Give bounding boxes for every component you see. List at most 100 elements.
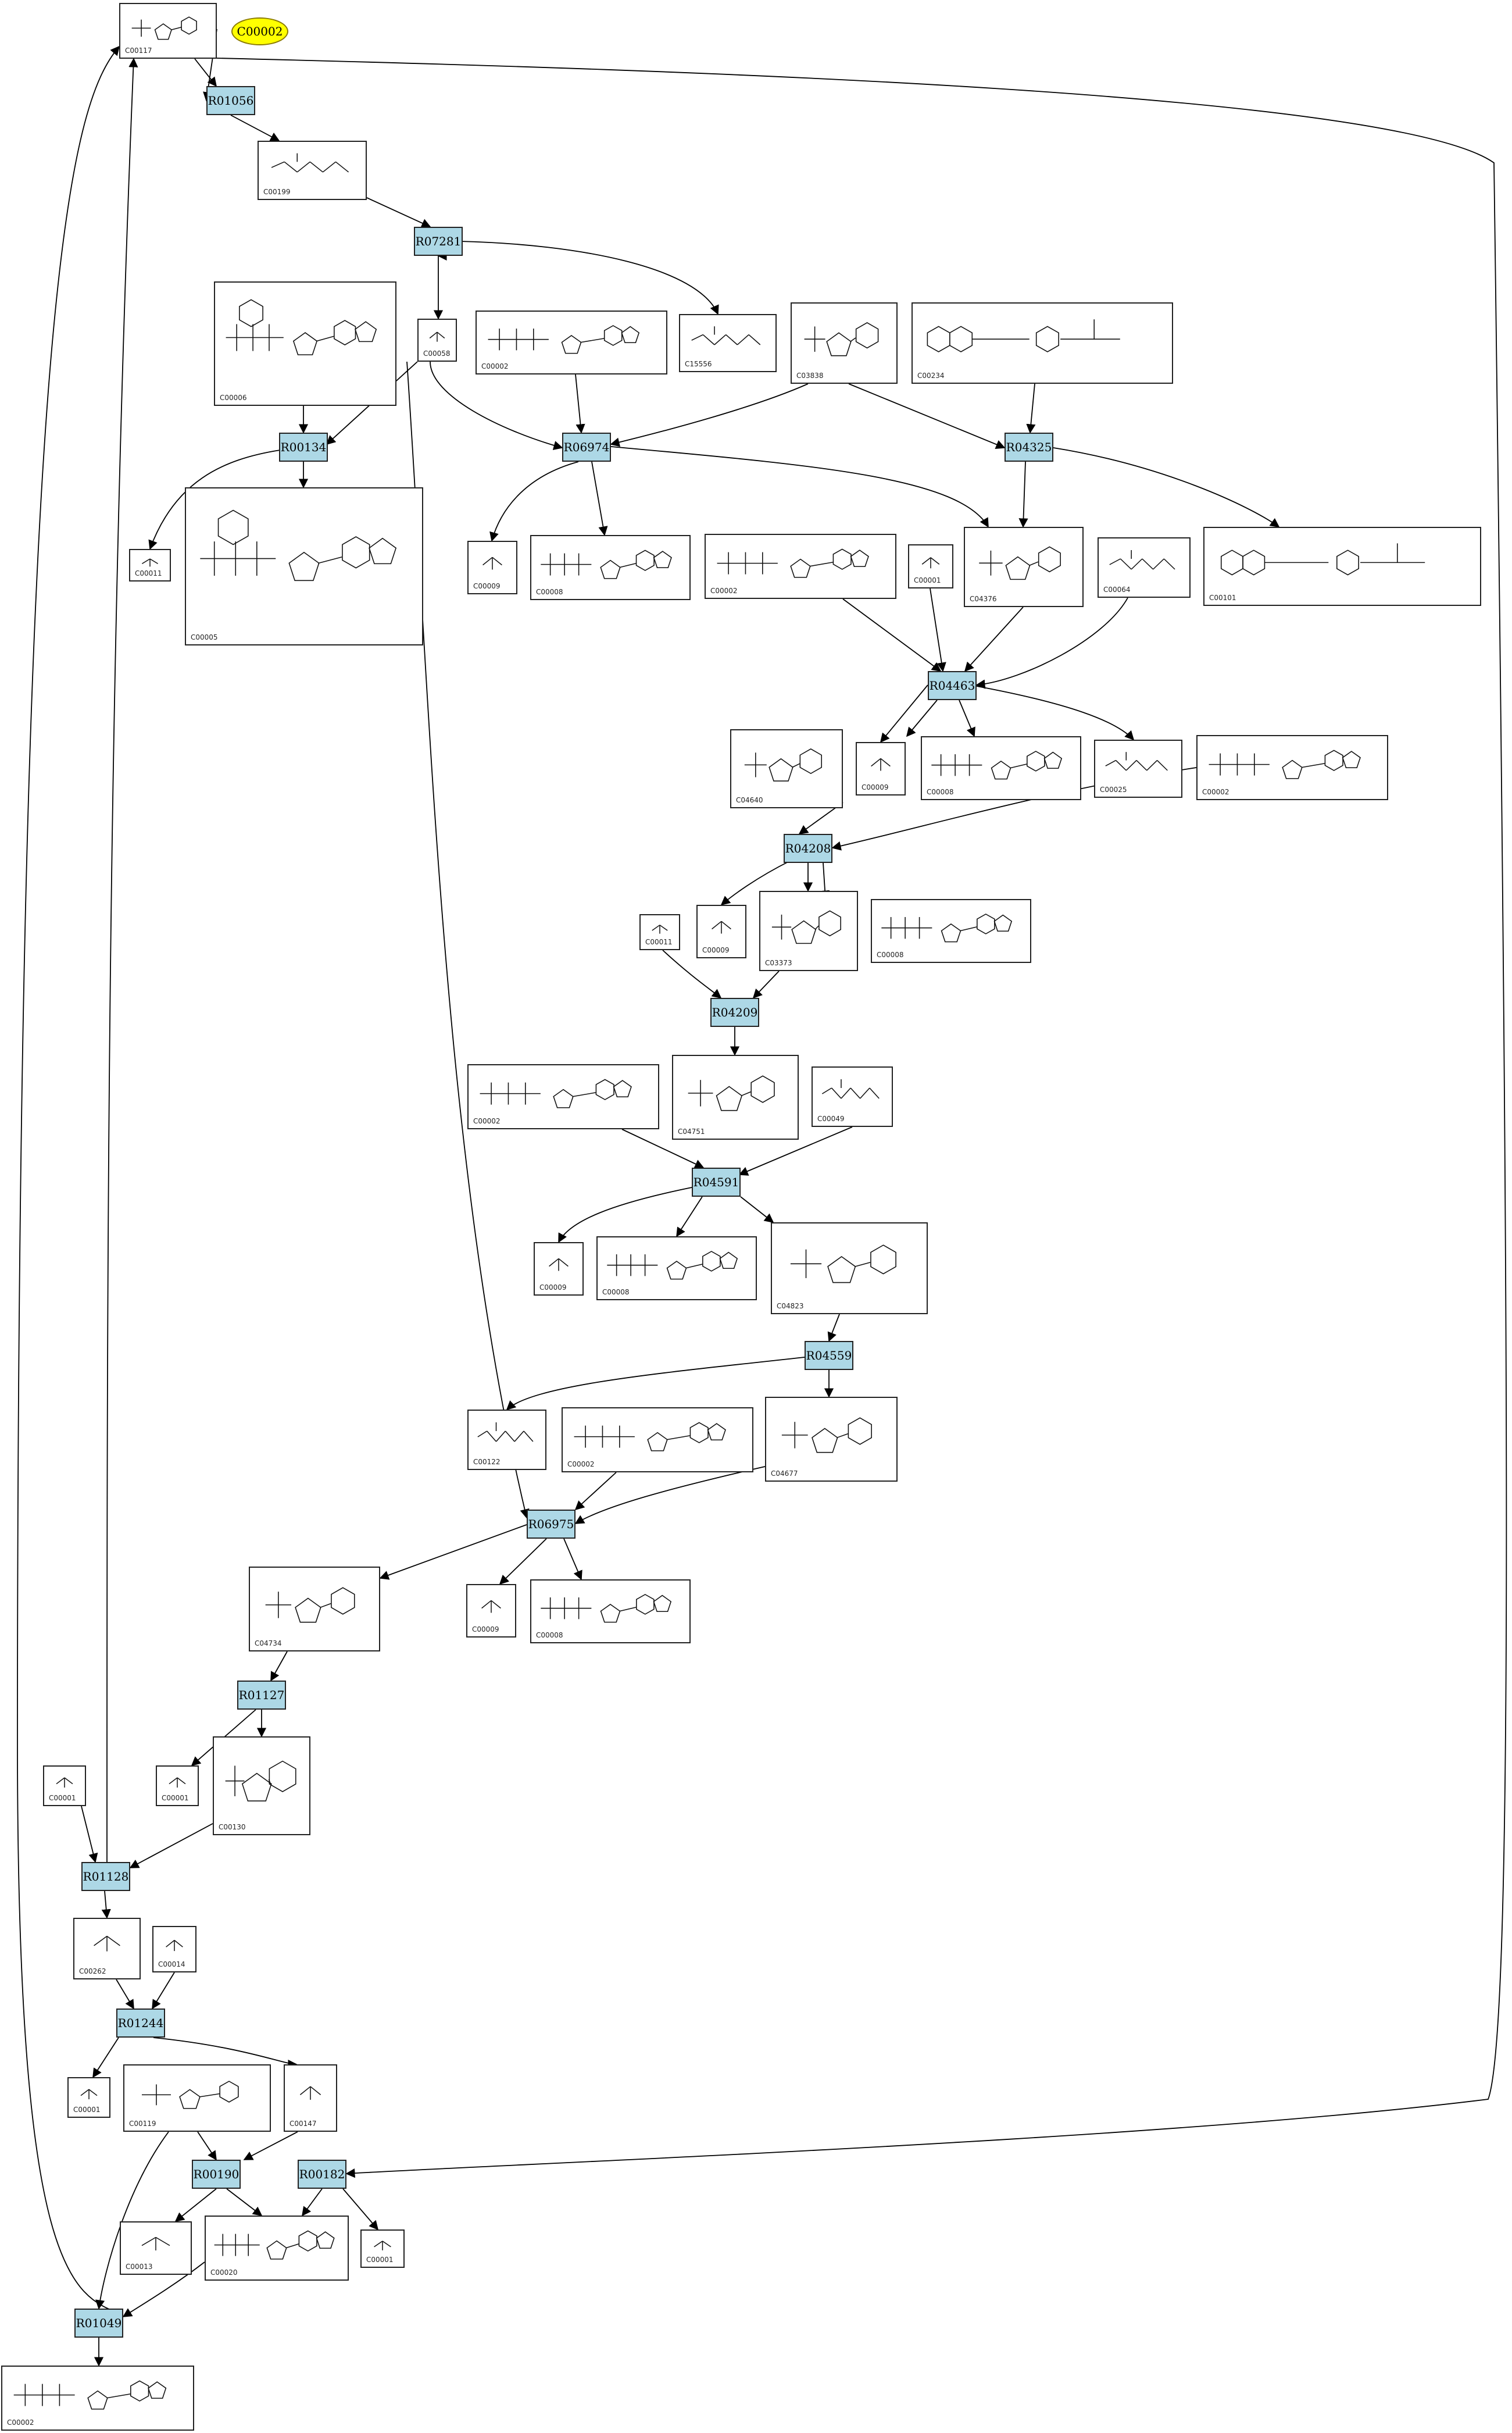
compound-box[interactable]: C00006 [214, 281, 396, 406]
reaction-node[interactable]: R06974 [562, 433, 611, 462]
compound-box[interactable]: C04823 [771, 1222, 928, 1314]
start-node[interactable]: C00002 [231, 17, 288, 45]
compound-box[interactable]: C00101 [1203, 527, 1481, 606]
compound-box[interactable]: C00199 [258, 141, 367, 200]
reaction-node[interactable]: R01244 [116, 2009, 165, 2038]
compound-box[interactable]: C04677 [765, 1397, 898, 1482]
structure-drawing [488, 325, 640, 354]
structure-drawing [574, 1422, 726, 1451]
compound-box[interactable]: C00001 [67, 2077, 110, 2118]
edge-arrow [574, 1472, 617, 1511]
compound-box[interactable]: C00122 [467, 1410, 546, 1470]
edge-arrow [197, 2131, 217, 2161]
compound-box[interactable]: C00002 [705, 534, 896, 599]
compound-box[interactable]: C00009 [696, 905, 746, 958]
edge-arrow [174, 2188, 217, 2222]
edge-arrow [976, 686, 1135, 741]
compound-box[interactable]: C15556 [679, 314, 777, 372]
compound-id: C00119 [129, 2120, 156, 2128]
edge-arrow [574, 1466, 766, 1524]
structure-drawing [652, 925, 668, 934]
structure-drawing [226, 299, 377, 355]
compound-box[interactable]: C00001 [908, 544, 953, 588]
compound-box[interactable]: C00049 [812, 1066, 893, 1127]
compound-id: C00234 [917, 372, 945, 380]
compound-box[interactable]: C00011 [639, 914, 680, 950]
compound-box[interactable]: C00011 [129, 549, 171, 582]
reaction-node[interactable]: R01128 [81, 1862, 130, 1891]
reaction-node[interactable]: R06975 [527, 1510, 576, 1539]
compound-box[interactable]: C00002 [467, 1064, 659, 1129]
compound-id: C00008 [602, 1288, 630, 1296]
structure-drawing [712, 921, 731, 934]
compound-box[interactable]: C00008 [871, 899, 1031, 963]
compound-box[interactable]: C00009 [534, 1242, 584, 1296]
structure-drawing [142, 558, 158, 567]
compound-box[interactable]: C04734 [249, 1567, 380, 1651]
reaction-node[interactable]: R04325 [1005, 433, 1053, 462]
compound-box[interactable]: C00001 [156, 1765, 199, 1806]
edge-arrow [906, 700, 938, 737]
reaction-node[interactable]: R04209 [710, 998, 759, 1027]
compound-box[interactable]: C00008 [596, 1236, 757, 1300]
structure-drawing [166, 1940, 183, 1952]
structure-drawing [717, 548, 869, 578]
compound-box[interactable]: C00008 [530, 535, 691, 600]
compound-box[interactable]: C00002 [1196, 735, 1388, 800]
edge-arrow [459, 241, 719, 315]
edge-arrow [959, 700, 975, 737]
compound-box[interactable]: C00008 [530, 1579, 691, 1643]
compound-box[interactable]: C00013 [120, 2221, 192, 2275]
compound-box[interactable]: C00002 [562, 1407, 753, 1472]
reaction-node[interactable]: R01056 [206, 86, 255, 115]
compound-box[interactable]: C00009 [466, 1584, 516, 1638]
compound-box[interactable]: C04640 [730, 729, 843, 808]
reaction-node[interactable]: R04559 [805, 1341, 853, 1370]
compound-id: C00025 [1100, 786, 1127, 794]
reaction-node[interactable]: R01127 [237, 1681, 286, 1710]
compound-id: C00002 [7, 2418, 34, 2427]
structure-drawing [200, 509, 397, 582]
reaction-node[interactable]: R01049 [74, 2309, 123, 2338]
compound-box[interactable]: C03838 [791, 302, 898, 384]
edge-arrow [153, 2037, 298, 2070]
compound-box[interactable]: C00262 [73, 1918, 141, 1979]
structure-drawing [374, 2241, 391, 2250]
compound-id: C00262 [79, 1967, 106, 1975]
reaction-node[interactable]: R04208 [784, 834, 832, 863]
reaction-node[interactable]: R04591 [692, 1168, 741, 1197]
compound-box[interactable]: C00009 [467, 541, 517, 594]
reaction-node[interactable]: R07281 [414, 227, 463, 256]
compound-box[interactable]: C04376 [964, 527, 1084, 607]
reaction-node[interactable]: R00134 [279, 433, 328, 462]
compound-box[interactable]: C00005 [185, 487, 423, 645]
compound-box[interactable]: C04751 [672, 1055, 799, 1140]
compound-box[interactable]: C00009 [856, 742, 906, 795]
compound-box[interactable]: C00147 [284, 2064, 337, 2132]
compound-box[interactable]: C00117 [119, 3, 217, 59]
compound-box[interactable]: C00001 [43, 1765, 86, 1806]
compound-id: C00130 [219, 1823, 246, 1831]
compound-box[interactable]: C00020 [205, 2216, 349, 2281]
reaction-node[interactable]: R04463 [928, 671, 977, 700]
compound-box[interactable]: C03373 [759, 891, 858, 971]
compound-box[interactable]: C00058 [417, 319, 457, 362]
reaction-node[interactable]: R00182 [298, 2160, 346, 2189]
compound-box[interactable]: C00002 [476, 311, 667, 374]
compound-id: C00001 [73, 2106, 101, 2114]
compound-box[interactable]: C00025 [1094, 740, 1182, 798]
compound-box[interactable]: C00014 [152, 1926, 196, 1972]
compound-box[interactable]: C00119 [123, 2064, 271, 2132]
compound-box[interactable]: C00008 [921, 736, 1081, 800]
compound-box[interactable]: C00130 [213, 1736, 310, 1835]
structure-drawing [549, 1258, 569, 1271]
compound-id: C03838 [796, 372, 824, 380]
compound-box[interactable]: C00001 [360, 2229, 405, 2268]
edge-arrow [216, 58, 1507, 2178]
compound-box[interactable]: C00234 [912, 302, 1173, 384]
compound-box[interactable]: C00064 [1098, 537, 1191, 598]
compound-box[interactable]: C00002 [1, 2366, 194, 2431]
reaction-node[interactable]: R00190 [192, 2160, 241, 2189]
structure-drawing [771, 910, 841, 944]
